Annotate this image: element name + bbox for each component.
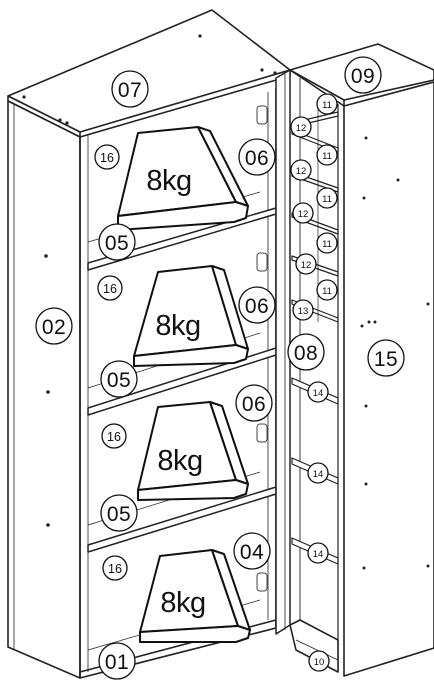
weights: 8kg 8kg 8kg 8kg: [117, 126, 251, 643]
callout-02: 02: [35, 307, 73, 345]
callout-16a: 16: [94, 144, 120, 170]
svg-text:14: 14: [313, 388, 324, 399]
callout-14b: 14: [307, 462, 329, 484]
callout-12c: 12: [292, 202, 314, 224]
top-panel: [7, 9, 291, 133]
svg-text:04: 04: [240, 541, 264, 564]
svg-text:16: 16: [100, 151, 114, 165]
callout-12a: 12: [290, 116, 312, 138]
svg-text:05: 05: [105, 232, 129, 255]
svg-text:12: 12: [298, 209, 309, 220]
svg-text:11: 11: [322, 151, 332, 162]
callout-05c: 05: [100, 494, 138, 532]
svg-text:05: 05: [107, 369, 131, 392]
callout-14c: 14: [307, 542, 329, 564]
callout-04: 04: [233, 532, 271, 570]
weight-1: 8kg: [117, 126, 249, 231]
callout-16d: 16: [102, 555, 128, 581]
svg-text:12: 12: [296, 123, 307, 134]
right-side-panel: [343, 81, 434, 677]
hinge-1: [256, 105, 268, 125]
svg-text:12: 12: [301, 260, 312, 271]
callout-09: 09: [344, 56, 382, 94]
svg-text:11: 11: [322, 100, 332, 111]
callout-12b: 12: [290, 159, 312, 181]
svg-text:10: 10: [314, 657, 325, 668]
hinge-3: [256, 423, 268, 443]
callout-16b: 16: [97, 275, 123, 301]
callout-10: 10: [308, 650, 330, 672]
weight-label: 8kg: [146, 165, 191, 197]
part-callouts: 07 09 02 06 06 06 04 05 05 05 01 08 15 1…: [35, 56, 405, 680]
callout-16c: 16: [101, 423, 127, 449]
svg-text:11: 11: [322, 239, 332, 250]
svg-text:15: 15: [374, 348, 398, 371]
svg-text:06: 06: [242, 393, 266, 416]
svg-text:08: 08: [294, 342, 318, 365]
callout-01: 01: [98, 642, 136, 680]
callout-05a: 05: [98, 223, 136, 261]
callout-11d: 11: [316, 232, 338, 254]
callout-06b: 06: [238, 286, 276, 324]
svg-text:01: 01: [105, 651, 129, 674]
callout-11e: 11: [316, 279, 338, 301]
callout-15: 15: [367, 339, 405, 377]
svg-text:16: 16: [108, 562, 122, 576]
callout-05b: 05: [100, 360, 138, 398]
weight-4: 8kg: [139, 549, 251, 643]
svg-text:05: 05: [107, 503, 131, 526]
screw-holes: [22, 34, 430, 668]
svg-text:16: 16: [107, 430, 121, 444]
weight-label: 8kg: [157, 445, 202, 477]
svg-text:14: 14: [313, 469, 324, 480]
svg-text:13: 13: [298, 306, 309, 317]
weight-label: 8kg: [160, 587, 205, 619]
svg-text:06: 06: [245, 295, 269, 318]
svg-text:07: 07: [118, 79, 142, 102]
callout-14a: 14: [307, 381, 329, 403]
hinge-2: [256, 252, 268, 272]
callout-11c: 11: [316, 187, 338, 209]
middle-panel: [275, 69, 291, 635]
hinge-4: [256, 572, 268, 592]
svg-text:12: 12: [296, 166, 307, 177]
side-panel: [7, 100, 81, 679]
svg-text:02: 02: [42, 316, 66, 339]
svg-text:09: 09: [351, 65, 375, 88]
svg-text:11: 11: [322, 286, 332, 297]
callout-12d: 12: [295, 253, 317, 275]
callout-07: 07: [111, 70, 149, 108]
svg-text:16: 16: [103, 282, 117, 296]
hinges: [256, 105, 268, 592]
weight-label: 8kg: [155, 310, 200, 342]
weight-2: 8kg: [133, 265, 249, 367]
svg-text:06: 06: [245, 147, 269, 170]
callout-13: 13: [292, 299, 314, 321]
callout-06a: 06: [238, 138, 276, 176]
svg-text:14: 14: [313, 549, 324, 560]
callout-06c: 06: [235, 384, 273, 422]
callout-08: 08: [287, 333, 325, 371]
callout-11b: 11: [316, 144, 338, 166]
callout-11a: 11: [316, 93, 338, 115]
weight-3: 8kg: [137, 401, 249, 501]
svg-text:11: 11: [322, 194, 332, 205]
